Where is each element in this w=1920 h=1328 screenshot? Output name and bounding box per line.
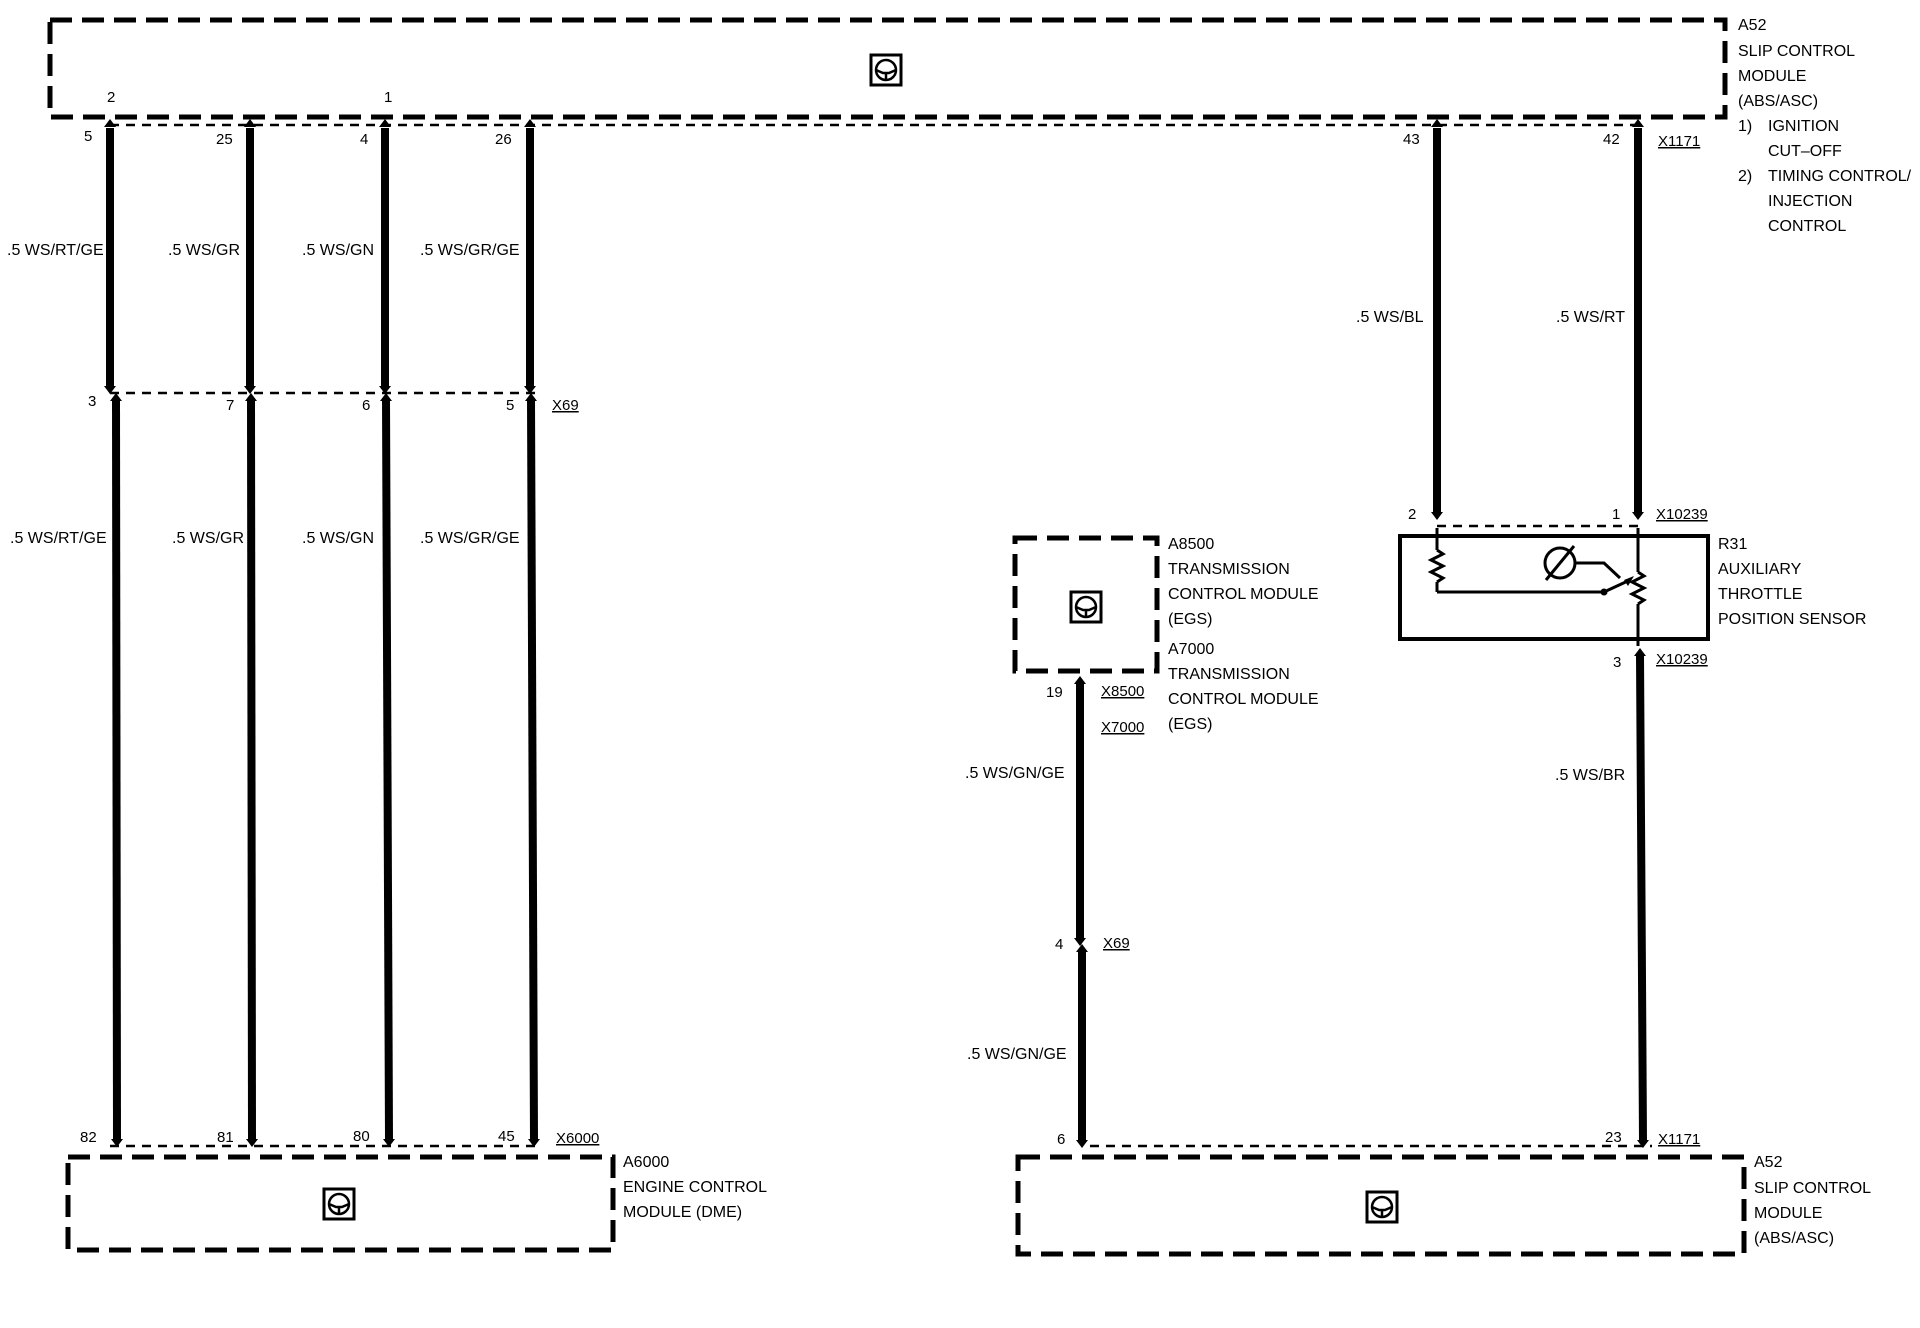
mid-wire-pin-x69: 4 bbox=[1055, 936, 1063, 953]
middle-wire: 19 X8500 X7000 .5 WS/GN/GE 4 X69 .5 WS/G… bbox=[965, 676, 1144, 1148]
wire-2-pin-bottom: 81 bbox=[217, 1129, 234, 1146]
wire-43-label: .5 WS/BL bbox=[1356, 309, 1424, 326]
wire-2-pin-mid: 7 bbox=[226, 397, 234, 414]
wire-1-pin-mid: 3 bbox=[88, 393, 96, 410]
note-2-line-1: TIMING CONTROL/ bbox=[1768, 168, 1912, 185]
wire-1-label-bottom: .5 WS/RT/GE bbox=[10, 530, 107, 547]
r31-sensor: R31 AUXILIARY THROTTLE POSITION SENSOR bbox=[1398, 528, 1866, 646]
wire-43-pin-r31: 2 bbox=[1408, 506, 1416, 523]
a7000-id: A7000 bbox=[1168, 641, 1214, 658]
wire-2-pin-top: 25 bbox=[216, 131, 233, 148]
top-a52-line-2: MODULE bbox=[1738, 68, 1806, 85]
wire-42-label: .5 WS/RT bbox=[1556, 309, 1625, 326]
wire-4-pin-bottom: 45 bbox=[498, 1128, 515, 1145]
a7000-line-3: (EGS) bbox=[1168, 716, 1212, 733]
connector-x8500: X8500 bbox=[1101, 683, 1144, 700]
a6000-id: A6000 bbox=[623, 1154, 669, 1171]
a8500-line-2: CONTROL MODULE bbox=[1168, 586, 1319, 603]
wire-4-pin-mid: 5 bbox=[506, 397, 514, 414]
wire-1-pin-bottom: 82 bbox=[80, 1129, 97, 1146]
top-a52-id: A52 bbox=[1738, 17, 1767, 34]
a8500-line-1: TRANSMISSION bbox=[1168, 561, 1290, 578]
connector-x1171-bottom: X1171 bbox=[1658, 1131, 1700, 1148]
wire-1-lower bbox=[112, 399, 121, 1141]
control-unit-icon bbox=[869, 53, 903, 87]
wire-4-pin-top: 26 bbox=[495, 131, 512, 148]
wire-1-label-top: .5 WS/RT/GE bbox=[7, 242, 104, 259]
mid-wire-label-lower: .5 WS/GN/GE bbox=[967, 1046, 1067, 1063]
note-1-marker: 1) bbox=[1738, 118, 1752, 135]
connector-x6000: X6000 bbox=[556, 1130, 599, 1147]
wire-4-lower bbox=[527, 399, 538, 1141]
wire-2-lower bbox=[247, 399, 256, 1141]
mid-wire-pin-top: 19 bbox=[1046, 684, 1063, 701]
bottom-a52-line-3: (ABS/ASC) bbox=[1754, 1230, 1834, 1247]
wire-3-label-bottom: .5 WS/GN bbox=[302, 530, 374, 547]
footnote-ref-2: 2 bbox=[107, 89, 115, 106]
wire-2-label-top: .5 WS/GR bbox=[168, 242, 240, 259]
a7000-line-2: CONTROL MODULE bbox=[1168, 691, 1319, 708]
connector-x7000: X7000 bbox=[1101, 719, 1144, 736]
potentiometer-symbol bbox=[1427, 528, 1648, 646]
wire-23 bbox=[1636, 654, 1647, 1142]
top-a52-module: A52 SLIP CONTROL MODULE (ABS/ASC) 1) IGN… bbox=[47, 17, 1912, 235]
mid-wire-pin-bottom: 6 bbox=[1057, 1131, 1065, 1148]
a6000-line-2: MODULE (DME) bbox=[623, 1204, 742, 1221]
left-wire-bundle: 5 25 4 26 3 7 6 5 82 81 80 45 .5 WS/RT/G… bbox=[7, 119, 599, 1148]
wire-23-pin-r31: 3 bbox=[1613, 654, 1621, 671]
connector-x10239-bottom: X10239 bbox=[1656, 651, 1708, 668]
footnote-ref-1: 1 bbox=[384, 89, 392, 106]
bottom-a52-id: A52 bbox=[1754, 1154, 1783, 1171]
wire-23-pin-bottom: 23 bbox=[1605, 1129, 1622, 1146]
a6000-module: A6000 ENGINE CONTROL MODULE (DME) bbox=[65, 1154, 767, 1253]
r31-id: R31 bbox=[1718, 536, 1747, 553]
bottom-a52-module: A52 SLIP CONTROL MODULE (ABS/ASC) bbox=[1015, 1154, 1871, 1257]
transmission-module: A8500 TRANSMISSION CONTROL MODULE (EGS) … bbox=[1012, 535, 1319, 733]
note-2-line-3: CONTROL bbox=[1768, 218, 1846, 235]
wire-42-pin-r31: 1 bbox=[1612, 506, 1620, 523]
connector-x69-mid: X69 bbox=[1103, 935, 1130, 952]
wire-3-pin-top: 4 bbox=[360, 131, 368, 148]
note-2-marker: 2) bbox=[1738, 168, 1752, 185]
bottom-a52-line-1: SLIP CONTROL bbox=[1754, 1180, 1871, 1197]
control-unit-icon bbox=[322, 1187, 356, 1221]
wire-3-pin-mid: 6 bbox=[362, 397, 370, 414]
wire-3-lower bbox=[382, 399, 393, 1141]
wire-3-label-top: .5 WS/GN bbox=[302, 242, 374, 259]
wire-4-label-top: .5 WS/GR/GE bbox=[420, 242, 520, 259]
right-wires: 43 42 X1171 .5 WS/BL .5 WS/RT 2 1 X10239… bbox=[1090, 119, 1708, 1148]
wire-4-label-bottom: .5 WS/GR/GE bbox=[420, 530, 520, 547]
control-unit-icon bbox=[1069, 590, 1103, 624]
connector-x10239-top: X10239 bbox=[1656, 506, 1708, 523]
r31-line-2: THROTTLE bbox=[1718, 586, 1802, 603]
mid-wire-label-upper: .5 WS/GN/GE bbox=[965, 765, 1065, 782]
connector-x69-left: X69 bbox=[552, 397, 579, 414]
note-2-line-2: INJECTION bbox=[1768, 193, 1852, 210]
bottom-a52-line-2: MODULE bbox=[1754, 1205, 1822, 1222]
a6000-line-1: ENGINE CONTROL bbox=[623, 1179, 767, 1196]
a8500-id: A8500 bbox=[1168, 536, 1214, 553]
note-1-line-2: CUT–OFF bbox=[1768, 143, 1842, 160]
wire-42-pin-top: 42 bbox=[1603, 131, 1620, 148]
note-1-line-1: IGNITION bbox=[1768, 118, 1839, 135]
a7000-line-1: TRANSMISSION bbox=[1168, 666, 1290, 683]
control-unit-icon bbox=[1365, 1190, 1399, 1224]
wire-2-label-bottom: .5 WS/GR bbox=[172, 530, 244, 547]
top-a52-line-3: (ABS/ASC) bbox=[1738, 93, 1818, 110]
wire-3-pin-bottom: 80 bbox=[353, 1128, 370, 1145]
r31-line-1: AUXILIARY bbox=[1718, 561, 1802, 578]
r31-line-3: POSITION SENSOR bbox=[1718, 611, 1866, 628]
top-a52-line-1: SLIP CONTROL bbox=[1738, 43, 1855, 60]
wire-43-pin-top: 43 bbox=[1403, 131, 1420, 148]
wire-23-label: .5 WS/BR bbox=[1555, 767, 1625, 784]
wire-1-pin-top: 5 bbox=[84, 128, 92, 145]
a8500-line-3: (EGS) bbox=[1168, 611, 1212, 628]
connector-x1171-top: X1171 bbox=[1658, 133, 1700, 150]
